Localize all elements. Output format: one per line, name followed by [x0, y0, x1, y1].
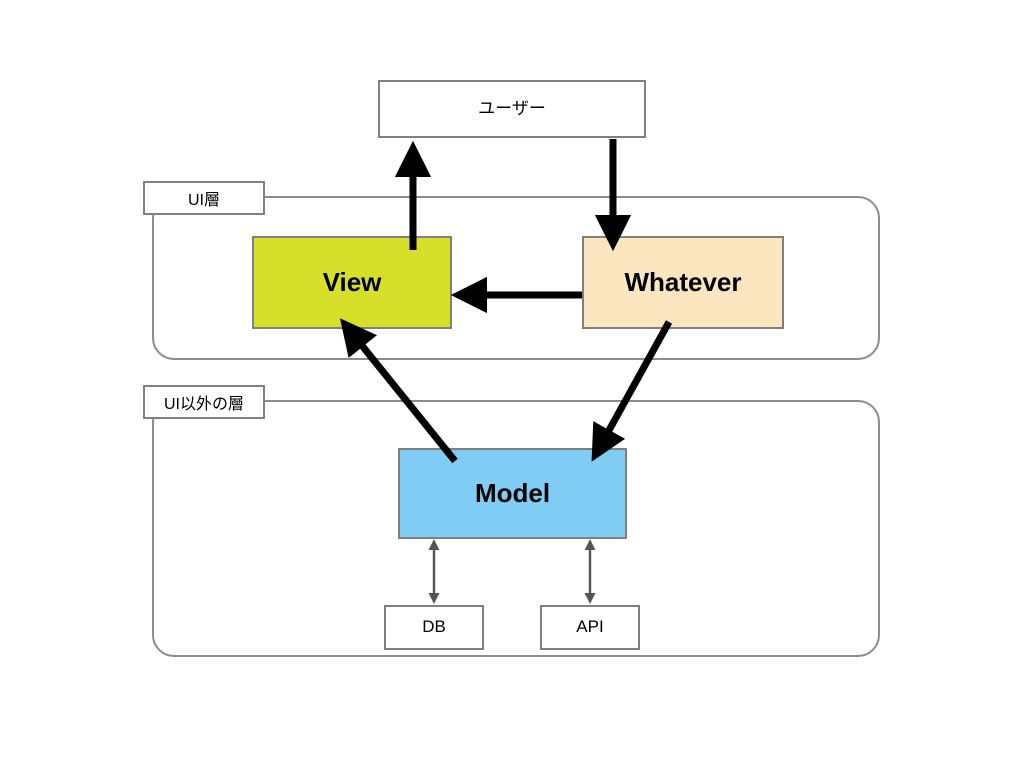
- layer-ui-container: [152, 196, 880, 360]
- node-api-label: API: [576, 617, 604, 637]
- node-api[interactable]: API: [540, 605, 640, 650]
- node-model-label: Model: [474, 477, 551, 508]
- layer-label-ui-text: UI層: [187, 192, 220, 209]
- node-db-label: DB: [422, 617, 446, 637]
- layer-label-ui[interactable]: UI層: [143, 181, 265, 215]
- layer-label-nonui[interactable]: UI以外の層: [143, 385, 265, 419]
- node-model[interactable]: Model: [398, 448, 627, 539]
- layer-label-nonui-text: UI以外の層: [163, 396, 244, 413]
- node-whatever[interactable]: Whatever: [582, 236, 784, 329]
- node-view[interactable]: View: [252, 236, 452, 329]
- node-whatever-label: Whatever: [624, 266, 742, 297]
- layer-nonui-container: [152, 400, 880, 657]
- node-user-label: ユーザー: [478, 98, 546, 118]
- node-view-label: View: [322, 266, 382, 297]
- node-user[interactable]: ユーザー: [378, 80, 646, 138]
- node-db[interactable]: DB: [384, 605, 484, 650]
